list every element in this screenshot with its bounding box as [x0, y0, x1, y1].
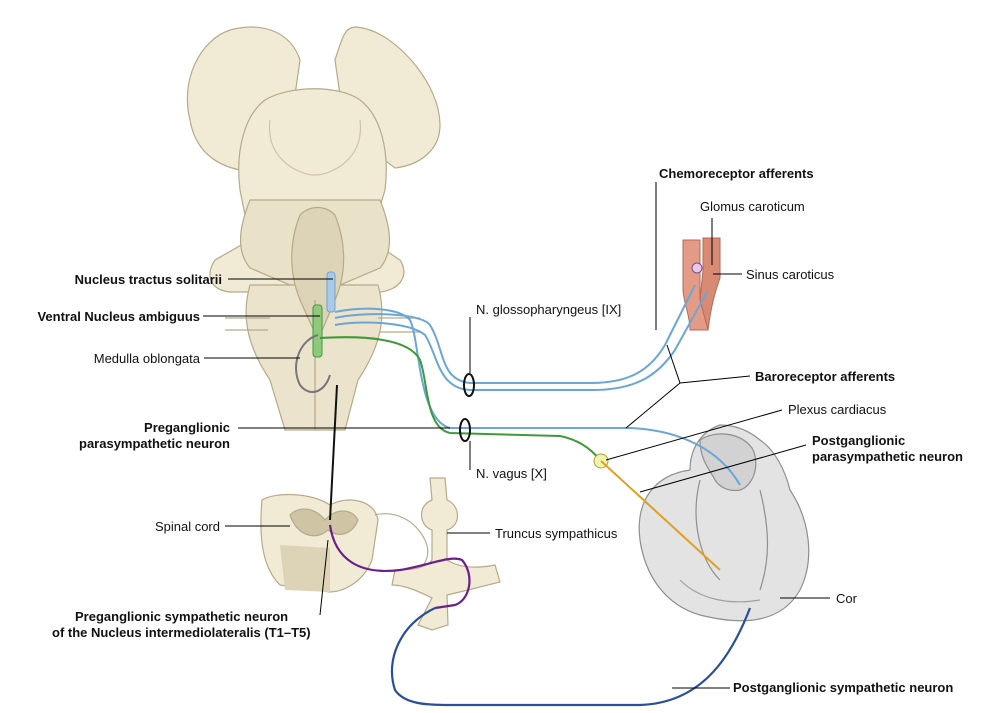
glomus-caroticum-mark — [691, 262, 703, 274]
label-n-glossopharyngeus: N. glossopharyngeus [IX] — [476, 302, 622, 317]
label-n-vagus: N. vagus [X] — [476, 466, 547, 481]
vagus-ring — [459, 418, 471, 442]
label-preganglionic-parasympathetic-1: Preganglionic — [144, 420, 230, 435]
glossopharyngeal-ring — [463, 373, 475, 397]
chemoreceptor-afferent-path — [334, 284, 696, 384]
carotid-artery — [682, 237, 721, 331]
label-preganglionic-sympathetic-1: Preganglionic sympathetic neuron — [75, 609, 289, 624]
brainstem — [186, 26, 441, 431]
medulla — [245, 284, 383, 431]
label-nucleus-tractus-solitarii: Nucleus tractus solitarii — [74, 272, 222, 287]
label-postganglionic-sympathetic: Postganglionic sympathetic neuron — [733, 680, 954, 695]
label-glomus-caroticum: Glomus caroticum — [700, 199, 805, 214]
nucleus-tractus-solitarii-mark — [326, 271, 336, 313]
preganglionic-sympathetic-path — [328, 524, 471, 610]
label-truncus-sympathicus: Truncus sympathicus — [495, 526, 618, 541]
label-chemoreceptor-afferents: Chemoreceptor afferents — [659, 166, 814, 181]
label-spinal-cord: Spinal cord — [154, 519, 220, 534]
label-postganglionic-parasympathetic-2: parasympathetic neuron — [812, 449, 963, 464]
label-postganglionic-parasympathetic-1: Postganglionic — [812, 433, 906, 448]
nucleus-ambiguus-mark — [312, 304, 323, 358]
descending-pathway — [329, 384, 338, 521]
aortic-baroreceptor-path — [334, 307, 741, 486]
label-medulla-oblongata: Medulla oblongata — [93, 351, 200, 366]
label-ventral-nucleus-ambiguus: Ventral Nucleus ambiguus — [37, 309, 200, 324]
baroreceptor-afferent-path — [334, 291, 708, 391]
label-plexus-cardiacus: Plexus cardiacus — [788, 402, 887, 417]
heart — [638, 424, 810, 622]
postganglionic-sympathetic-path — [390, 607, 752, 707]
label-baroreceptor-afferents: Baroreceptor afferents — [755, 369, 896, 384]
label-preganglionic-parasympathetic-2: parasympathetic neuron — [79, 436, 230, 451]
postganglionic-parasympathetic-path — [600, 460, 721, 571]
leader-lines — [203, 182, 830, 689]
label-preganglionic-sympathetic-2: of the Nucleus intermediolateralis (T1–T… — [52, 625, 311, 640]
spinal-cord — [260, 493, 429, 593]
vagus-efferent-path — [319, 336, 601, 461]
label-sinus-caroticus: Sinus caroticus — [746, 267, 835, 282]
nts-ambiguus-loop — [295, 334, 331, 394]
label-cor: Cor — [836, 591, 857, 606]
sympathetic-trunk — [391, 477, 501, 631]
